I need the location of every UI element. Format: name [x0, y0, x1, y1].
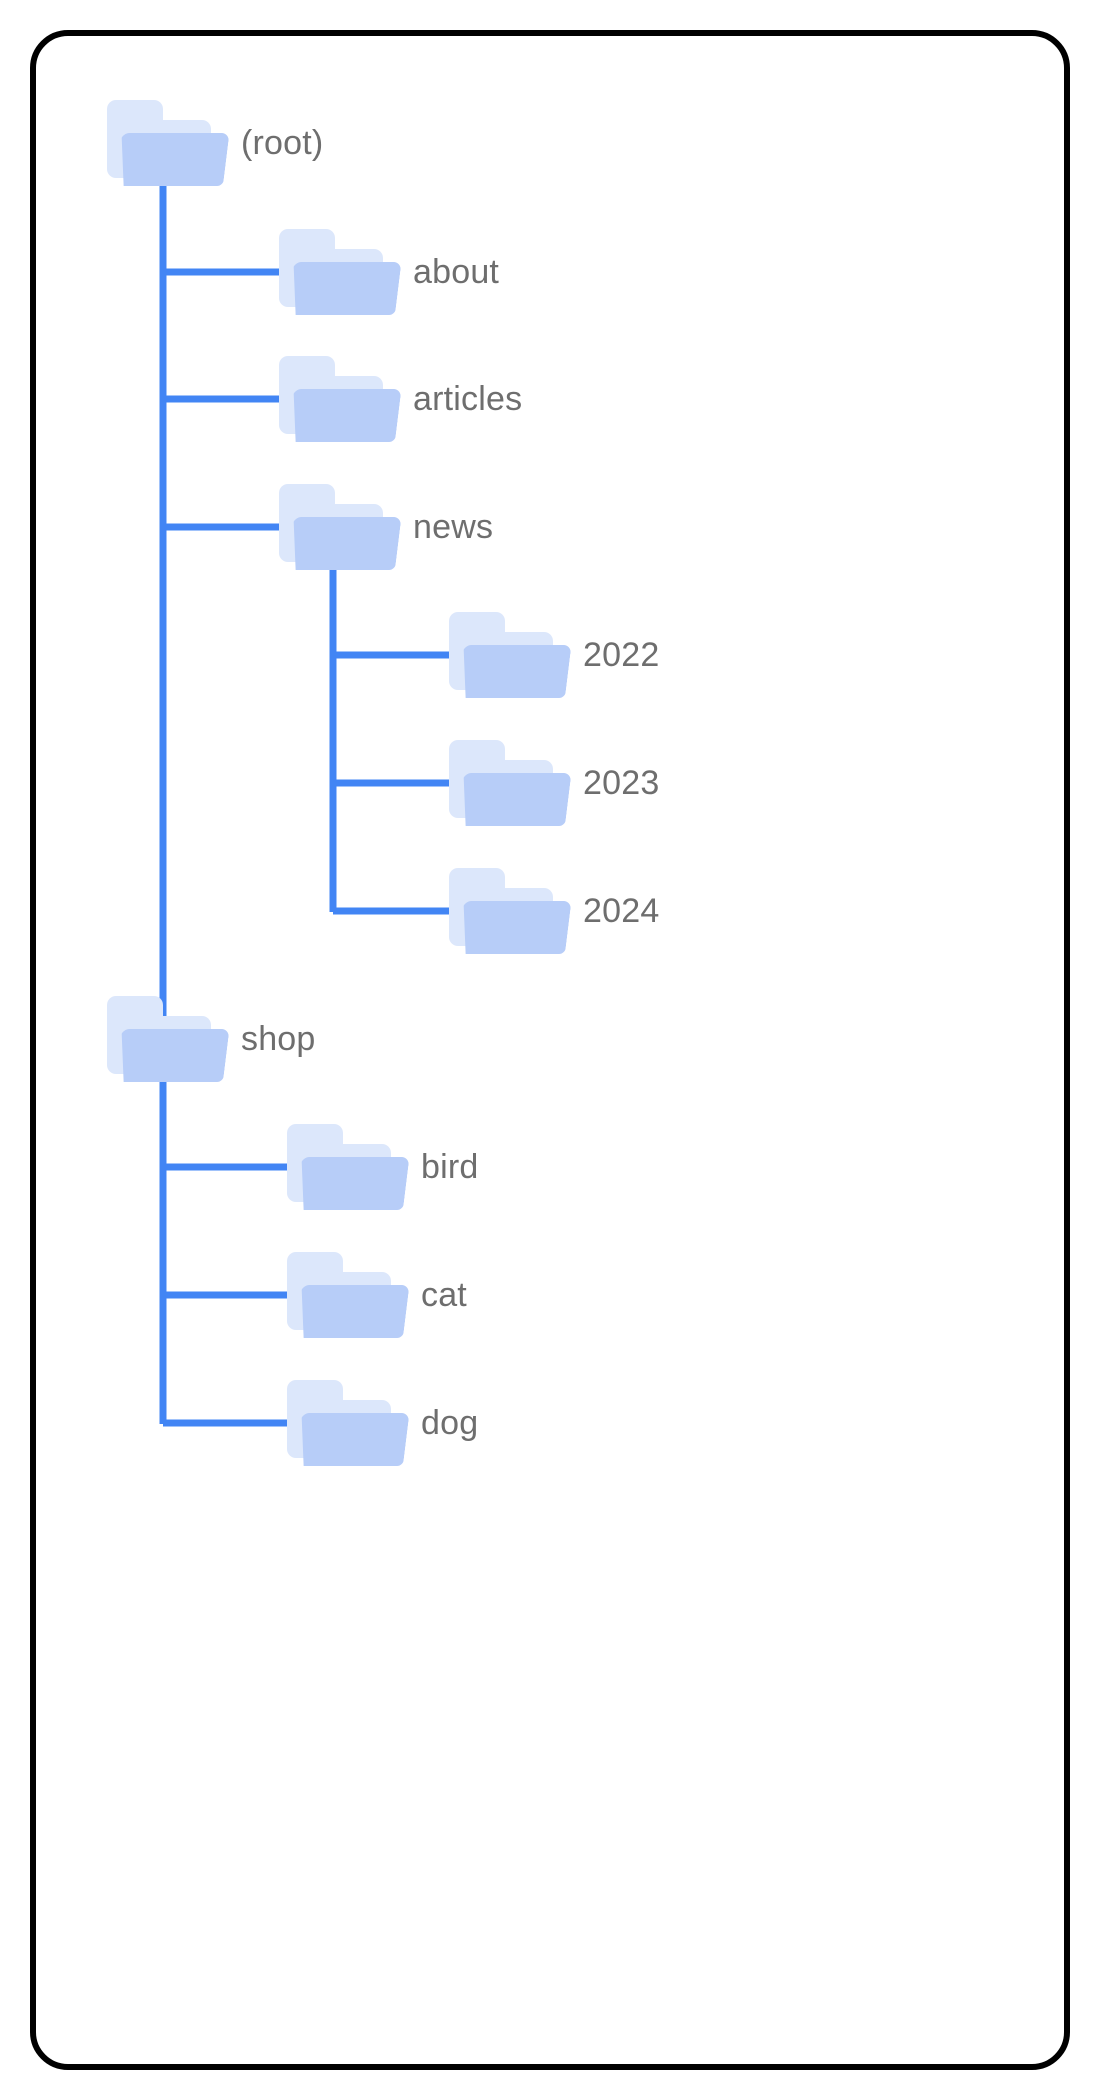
tree-node-dog[interactable]: dog: [285, 1380, 478, 1466]
tree-node-cat[interactable]: cat: [285, 1252, 467, 1338]
folder-icon: [447, 612, 565, 698]
tree-node-root[interactable]: (root): [105, 100, 323, 186]
tree-node-label: 2023: [583, 764, 660, 802]
folder-icon: [277, 484, 395, 570]
folder-icon: [447, 868, 565, 954]
folder-icon: [277, 229, 395, 315]
folder-icon: [105, 996, 223, 1082]
tree-node-label: cat: [421, 1276, 467, 1314]
tree-node-2024[interactable]: 2024: [447, 868, 659, 954]
folder-icon: [285, 1380, 403, 1466]
tree-node-label: 2022: [583, 636, 660, 674]
tree-node-label: shop: [241, 1020, 316, 1058]
tree-node-news[interactable]: news: [277, 484, 493, 570]
tree-node-label: bird: [421, 1148, 479, 1186]
tree-node-label: articles: [413, 380, 523, 418]
folder-icon: [105, 100, 223, 186]
tree-node-2023[interactable]: 2023: [447, 740, 659, 826]
folder-icon: [285, 1124, 403, 1210]
tree-node-2022[interactable]: 2022: [447, 612, 659, 698]
tree-node-label: about: [413, 253, 500, 291]
folder-icon: [277, 356, 395, 442]
tree-node-label: (root): [241, 124, 324, 162]
folder-icon: [285, 1252, 403, 1338]
tree-node-label: dog: [421, 1404, 479, 1442]
tree-node-about[interactable]: about: [277, 229, 499, 315]
folder-icon: [447, 740, 565, 826]
tree-node-label: 2024: [583, 892, 660, 930]
tree-node-shop[interactable]: shop: [105, 996, 316, 1082]
tree-node-label: news: [413, 508, 494, 546]
tree-node-articles[interactable]: articles: [277, 356, 522, 442]
tree-node-bird[interactable]: bird: [285, 1124, 479, 1210]
